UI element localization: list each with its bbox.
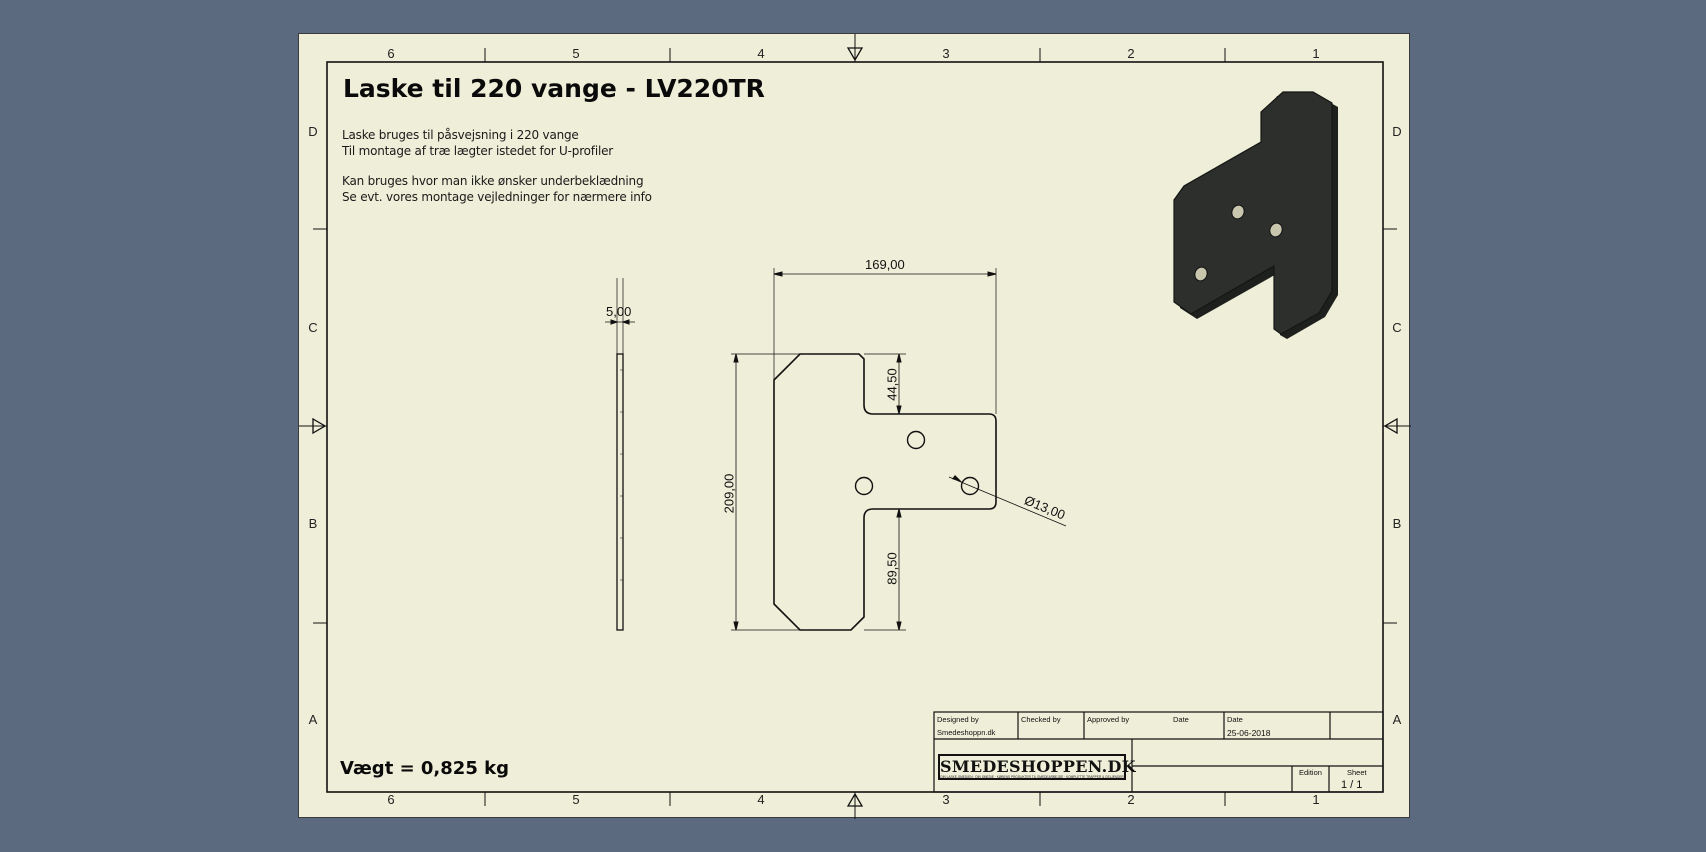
- center-mark-bottom-icon: [846, 792, 864, 807]
- description-line-2: Til montage af træ lægter istedet for U-…: [342, 144, 614, 158]
- logo-text: SMEDESHOPPEN.DK: [940, 757, 1136, 776]
- dimension-top-offset: 44,50: [884, 368, 900, 401]
- logo-subtext: DIN LASKE-SMEDIEN · DIN SMEDIE · KØBENS …: [940, 775, 1124, 779]
- designed-by-label: Designed by: [937, 715, 979, 724]
- zone-col-6-bottom: 6: [387, 792, 395, 807]
- zone-row-d-right: D: [1392, 124, 1402, 139]
- date-value: 25-06-2018: [1227, 728, 1271, 738]
- description-line-1: Laske bruges til påsvejsning i 220 vange: [342, 128, 579, 142]
- approval-date-label: Date: [1173, 715, 1189, 724]
- checked-by-label: Checked by: [1021, 715, 1061, 724]
- center-mark-left-icon: [312, 417, 327, 435]
- approved-by-label: Approved by: [1087, 715, 1130, 724]
- description-line-4: Se evt. vores montage vejledninger for n…: [342, 190, 652, 204]
- drawing-title: Laske til 220 vange - LV220TR: [343, 74, 765, 103]
- center-mark-right-icon: [1383, 417, 1398, 435]
- zone-col-5-top: 5: [572, 46, 580, 61]
- description-line-3: Kan bruges hvor man ikke ønsker underbek…: [342, 174, 644, 188]
- dimension-thickness: 5,00: [606, 304, 632, 319]
- zone-col-3-top: 3: [942, 46, 950, 61]
- zone-row-c-right: C: [1392, 320, 1402, 335]
- sheet-label: Sheet: [1347, 768, 1367, 777]
- part-weight: Vægt = 0,825 kg: [340, 758, 509, 779]
- title-block-grid: [933, 711, 1384, 793]
- zone-col-4-bottom: 4: [757, 792, 765, 807]
- isometric-part-render: [1173, 91, 1338, 339]
- zone-row-d-left: D: [308, 124, 318, 139]
- date-label: Date: [1227, 715, 1243, 724]
- dimension-bottom-offset: 89,50: [884, 552, 900, 585]
- designed-by-value: Smedeshoppn.dk: [937, 728, 996, 737]
- zone-col-1-bottom: 1: [1312, 792, 1320, 807]
- side-view: [605, 278, 635, 631]
- drawing-sheet[interactable]: 6 5 4 3 2 1 6 5 4 3 2 1 D C B A D C B A …: [298, 33, 1411, 819]
- front-view: [731, 268, 1067, 631]
- zone-row-b-left: B: [308, 516, 318, 531]
- edition-label: Edition: [1299, 768, 1322, 777]
- zone-col-2-bottom: 2: [1127, 792, 1135, 807]
- zone-row-a-left: A: [308, 712, 318, 727]
- zone-row-c-left: C: [308, 320, 318, 335]
- company-logo: SMEDESHOPPEN.DK DIN LASKE-SMEDIEN · DIN …: [938, 754, 1136, 780]
- dimension-height: 209,00: [721, 473, 737, 514]
- zone-row-b-right: B: [1392, 516, 1402, 531]
- zone-col-3-bottom: 3: [942, 792, 950, 807]
- zone-col-5-bottom: 5: [572, 792, 580, 807]
- zone-col-4-top: 4: [757, 46, 765, 61]
- dimension-width: 169,00: [865, 257, 905, 272]
- sheet-graphics: [299, 34, 1411, 819]
- zone-col-2-top: 2: [1127, 46, 1135, 61]
- center-mark-top-icon: [846, 47, 864, 62]
- zone-col-6-top: 6: [387, 46, 395, 61]
- zone-col-1-top: 1: [1312, 46, 1320, 61]
- zone-row-a-right: A: [1392, 712, 1402, 727]
- sheet-value: 1 / 1: [1341, 779, 1363, 791]
